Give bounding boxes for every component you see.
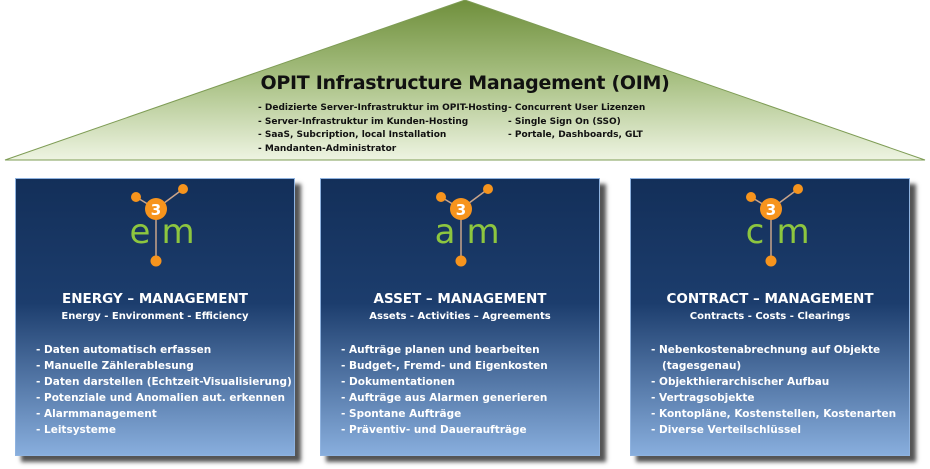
logo-letter: a: [435, 212, 456, 252]
roof-title: OPIT Infrastructure Management (OIM): [260, 72, 670, 94]
list-item: - Diverse Verteilschlüssel: [651, 424, 801, 436]
roof-content: OPIT Infrastructure Management (OIM) - D…: [0, 72, 930, 154]
list-item: - Dedizierte Server-Infrastruktur im OPI…: [258, 103, 508, 113]
list-item: - Nebenkostenabrechnung auf Objekte: [651, 344, 881, 356]
panel-contract-management: c m 3 CONTRACT – MANAGEMENT Contracts - …: [630, 178, 910, 456]
list-item: - Aufträge aus Alarmen generieren: [341, 392, 548, 404]
list-item: - Concurrent User Lizenzen: [508, 103, 646, 113]
list-item: - Kontopläne, Kostenstellen, Kostenarten: [651, 408, 897, 420]
list-item: - Server-Infrastruktur im Kunden-Hosting: [258, 116, 469, 127]
list-item: (tagesgenau): [651, 360, 742, 372]
panel-title: CONTRACT – MANAGEMENT: [666, 291, 874, 307]
panel-title: ASSET – MANAGEMENT: [373, 291, 547, 307]
feature-list: - Aufträge planen und bearbeiten - Budget…: [341, 342, 548, 438]
roof-left-list: - Dedizierte Server-Infrastruktur im OPI…: [258, 102, 508, 156]
list-item: - Manuelle Zählerablesung: [36, 360, 194, 372]
list-item: - Daten darstellen (Echtzeit-Visualisier…: [36, 376, 292, 388]
list-item: - Daten automatisch erfassen: [36, 344, 212, 356]
list-item: - Spontane Aufträge: [341, 408, 462, 420]
logo-letter: m: [161, 212, 194, 252]
list-item: - Budget-, Fremd- und Eigenkosten: [341, 360, 548, 372]
list-item: - Dokumentationen: [341, 376, 455, 388]
list-item: - Präventiv- und Daueraufträge: [341, 424, 527, 436]
contract-logo-icon: c m 3: [746, 184, 810, 267]
logo-letter: m: [776, 212, 809, 252]
panel-subtitle: Contracts - Costs - Clearings: [689, 311, 851, 322]
panel-energy-management: e m 3 ENERGY – MANAGEMENT Energy - Envir…: [15, 178, 295, 456]
panel-title: ENERGY – MANAGEMENT: [62, 291, 248, 307]
list-item: - Alarmmanagement: [36, 408, 157, 420]
panel-subtitle: Assets - Activities – Agreements: [369, 311, 551, 322]
logo-letter: m: [466, 212, 499, 252]
list-item: - SaaS, Subcription, local Installation: [258, 130, 447, 140]
asset-logo-icon: a m 3: [435, 184, 500, 267]
list-item: - Aufträge planen und bearbeiten: [341, 344, 540, 356]
list-item: - Leitsysteme: [36, 424, 116, 436]
panel-asset-management: a m 3 ASSET – MANAGEMENT Assets - Activi…: [320, 178, 600, 456]
panel-subtitle: Energy - Environment - Efficiency: [61, 311, 249, 322]
logo-letter: e: [130, 212, 151, 252]
energy-logo-icon: e m 3: [130, 184, 195, 267]
roof-right-list: - Concurrent User Lizenzen - Single Sign…: [508, 102, 645, 143]
logo-number: 3: [766, 201, 776, 219]
list-item: - Mandanten-Administrator: [258, 143, 397, 154]
feature-list: - Daten automatisch erfassen - Manuelle Z…: [36, 342, 292, 438]
feature-list: - Nebenkostenabrechnung auf Objekte (tag…: [651, 342, 896, 438]
logo-number: 3: [456, 201, 466, 219]
list-item: - Potenziale und Anomalien aut. erkennen: [36, 392, 286, 404]
logo-number: 3: [151, 201, 161, 219]
roof-shape: [4, 0, 926, 161]
list-item: - Objekthierarchischer Aufbau: [651, 376, 830, 388]
logo-letter: c: [746, 212, 765, 252]
list-item: - Vertragsobjekte: [651, 392, 755, 404]
list-item: - Portale, Dashboards, GLT: [508, 130, 643, 140]
list-item: - Single Sign On (SSO): [508, 116, 621, 127]
